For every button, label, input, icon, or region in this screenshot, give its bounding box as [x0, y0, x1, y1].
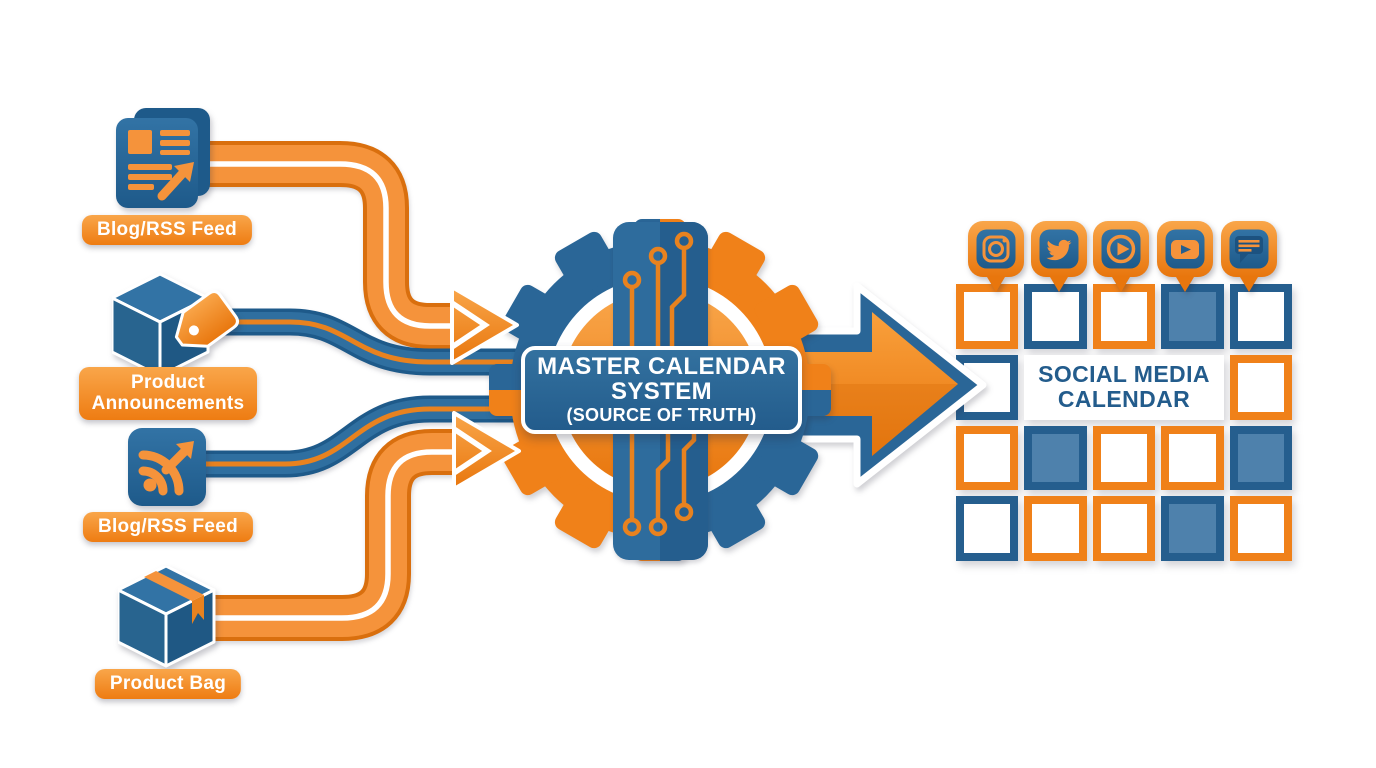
calendar-cell-blue: [1229, 284, 1292, 349]
source-label-product-bag: Product Bag: [94, 669, 242, 699]
calendar-cell-blue: [956, 354, 1019, 420]
source-label-blog-rss-bottom: Blog/RSS Feed: [82, 512, 254, 542]
box-tape: [144, 571, 204, 601]
calendar-cell-orange: [1092, 284, 1156, 349]
product-box-icon: [116, 564, 218, 676]
rss-feed-icon: [128, 428, 206, 511]
master-calendar-label: MASTER CALENDAR SYSTEM (SOURCE OF TRUTH): [521, 346, 802, 434]
calendar-cell-orange: [1024, 496, 1087, 561]
calendar-cell-blue: [1024, 284, 1087, 349]
calendar-cell-orange: [1229, 496, 1292, 561]
calendar-cell-orange: [1161, 425, 1224, 491]
source-label-blog-rss-top: Blog/RSS Feed: [81, 215, 253, 245]
pipe-arrowhead-bottom: [452, 411, 521, 491]
calendar-cell-orange: [1092, 425, 1156, 491]
chat-icon: [1220, 220, 1278, 294]
calendar-cell-blue-filled: [1161, 284, 1224, 349]
master-calendar-subtitle: (SOURCE OF TRUTH): [566, 405, 757, 426]
master-calendar-title: MASTER CALENDAR SYSTEM: [537, 352, 786, 405]
calendar-grid: SOCIAL MEDIA CALENDAR: [956, 284, 1292, 561]
pipe-product-announcements: [212, 308, 565, 376]
blog-rss-document-icon: [110, 106, 218, 223]
instagram-icon: [967, 220, 1025, 294]
pipe-arrowhead-top: [450, 285, 519, 365]
twitter-icon: [1030, 220, 1088, 294]
youtube-icon: [1156, 220, 1214, 294]
source-label-product-announcements: Product Announcements: [79, 367, 257, 420]
calendar-cell-blue: [956, 496, 1019, 561]
calendar-cell-blue-filled: [1229, 425, 1292, 491]
pipe-blog-rss-bottom: [200, 395, 565, 478]
calendar-cell-orange: [1229, 354, 1292, 420]
calendar-cell-orange: [1092, 496, 1156, 561]
play-icon: [1092, 220, 1150, 294]
calendar-cell-blue-filled: [1161, 496, 1224, 561]
calendar-cell-blue-filled: [1024, 425, 1087, 491]
calendar-cell-orange: [956, 425, 1019, 491]
calendar-title: SOCIAL MEDIA CALENDAR: [1024, 354, 1224, 420]
